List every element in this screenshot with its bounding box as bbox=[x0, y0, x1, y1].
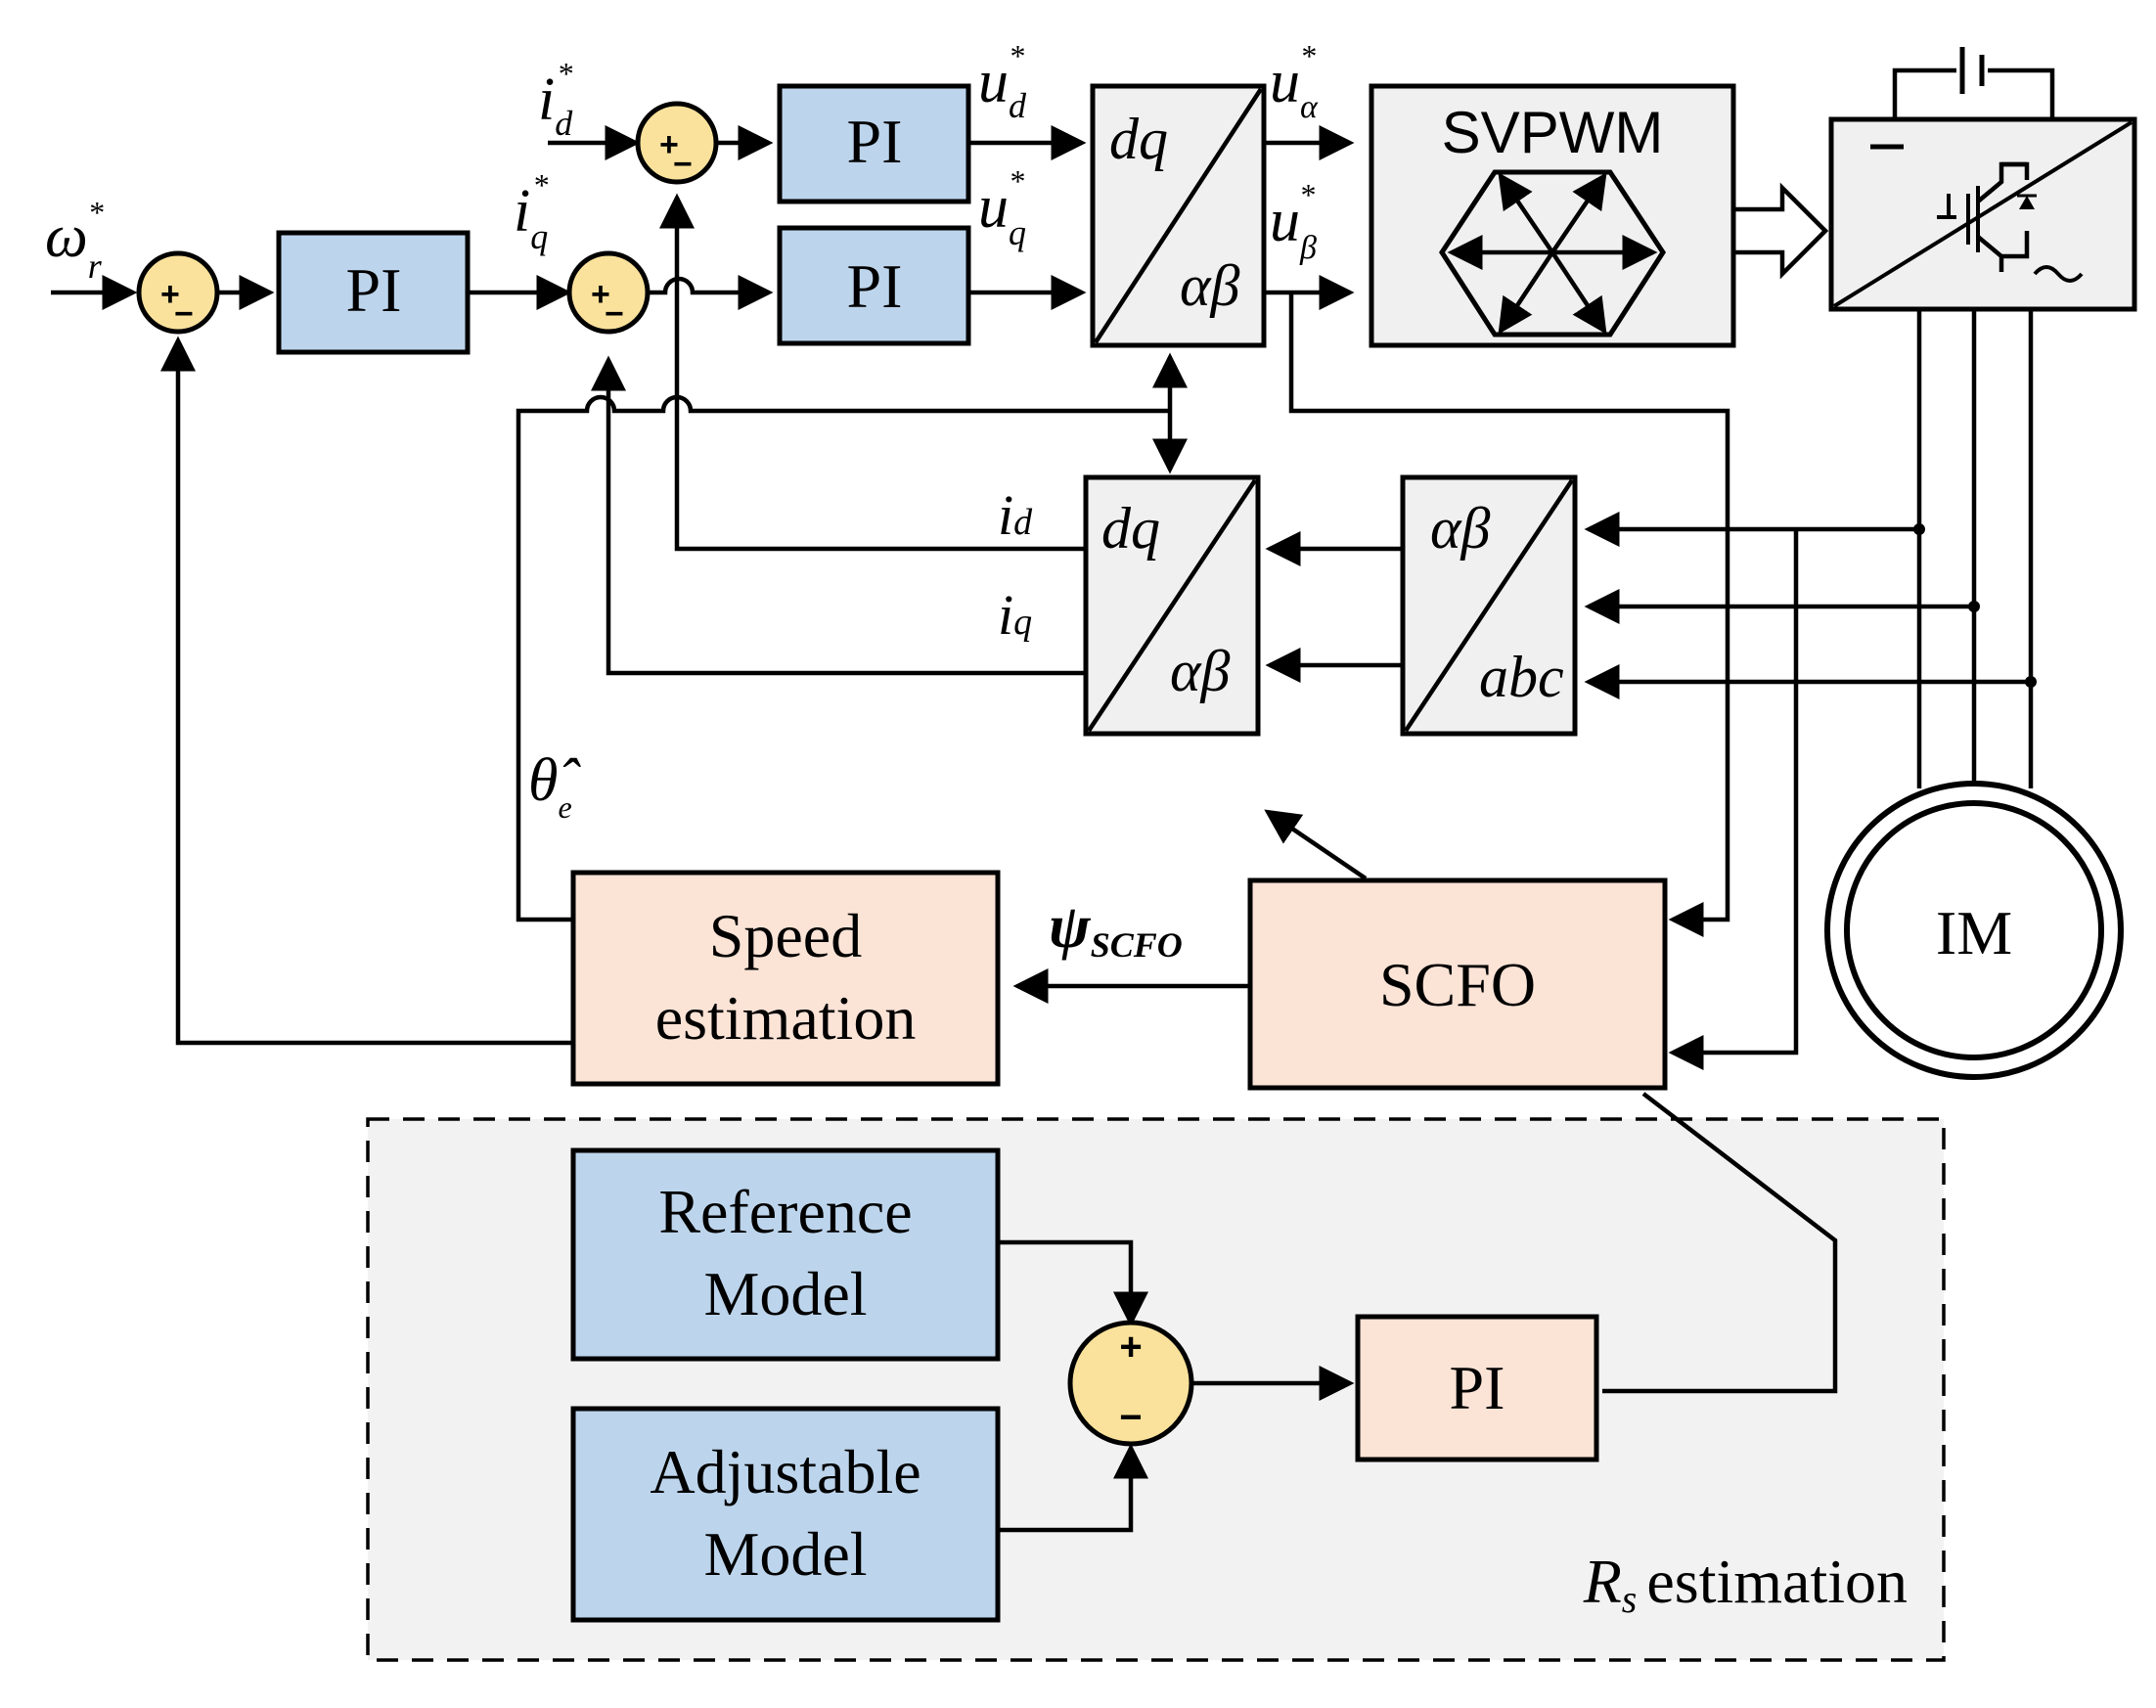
sum-junction-speed: + − bbox=[136, 250, 220, 335]
minus-sign: − bbox=[174, 295, 194, 333]
iq-feedback-label: iq bbox=[998, 583, 1032, 647]
svg-text:estimation: estimation bbox=[655, 983, 917, 1053]
svg-text:PI: PI bbox=[346, 255, 402, 325]
svg-text:IM: IM bbox=[1936, 898, 2012, 967]
clarke-transform-block: αβ abc bbox=[1400, 474, 1578, 737]
inverter-block bbox=[1828, 47, 2137, 312]
igbt-icon bbox=[1937, 161, 2037, 272]
i-to-scfo-wire bbox=[1668, 529, 1799, 1070]
speed-estimation-block: Speed estimation bbox=[570, 870, 1001, 1087]
park-transform-block: dq αβ bbox=[1083, 474, 1261, 737]
ref-model-wire bbox=[998, 1239, 1148, 1327]
pi-rs-block: PI bbox=[1355, 1314, 1599, 1462]
svg-text:dq: dq bbox=[1109, 107, 1168, 171]
inverse-park-block: dq αβ bbox=[1090, 83, 1267, 348]
scfo-angle-wire bbox=[1264, 809, 1368, 880]
signal-labels: ωr* id* iq* ud* uq* uα* uβ* id iq θ̂e ψS… bbox=[45, 38, 1319, 965]
svpwm-block: SVPWM bbox=[1369, 83, 1736, 348]
dc-capacitor-icon bbox=[1956, 47, 1988, 94]
iq-ref-label: iq* bbox=[514, 167, 548, 256]
theta-wire bbox=[516, 394, 1170, 922]
svg-text:Adjustable: Adjustable bbox=[650, 1437, 921, 1506]
theta-label: θ̂e bbox=[528, 747, 581, 825]
plus-sign: + bbox=[659, 126, 679, 163]
rs-feedback-wire bbox=[1602, 1092, 1838, 1394]
id-ref-label: id* bbox=[538, 56, 573, 143]
svg-text:αβ: αβ bbox=[1180, 253, 1239, 318]
adj-model-wire bbox=[998, 1443, 1148, 1533]
svg-text:dq: dq bbox=[1101, 496, 1160, 561]
id-feedback-label: id bbox=[998, 483, 1033, 547]
id-feedback-wire bbox=[659, 193, 1086, 552]
uq-ref-label: uq* bbox=[978, 163, 1026, 252]
iq-feedback-wire bbox=[591, 355, 1086, 676]
ac-tilde-icon bbox=[2033, 265, 2084, 283]
speed-feedback-wire bbox=[160, 336, 573, 1046]
svg-text:Model: Model bbox=[703, 1519, 867, 1589]
sum-junction-q: + − bbox=[566, 250, 651, 335]
svg-text:αβ: αβ bbox=[1170, 639, 1230, 703]
svg-text:SCFO: SCFO bbox=[1379, 950, 1536, 1019]
svg-text:SVPWM: SVPWM bbox=[1442, 100, 1664, 165]
pi-q-block: PI bbox=[777, 225, 971, 346]
svg-text:PI: PI bbox=[1450, 1353, 1505, 1422]
svpwm-hexagon-icon bbox=[1439, 169, 1666, 337]
reference-model-block: Reference Model bbox=[570, 1147, 1001, 1362]
minus-sign: − bbox=[605, 295, 624, 333]
svg-text:PI: PI bbox=[847, 251, 903, 321]
gate-signal-arrow bbox=[1730, 182, 1829, 280]
sum-junction-rs: + − bbox=[1067, 1320, 1194, 1447]
plus-sign: + bbox=[591, 276, 610, 313]
u-to-scfo-wire bbox=[1288, 292, 1730, 937]
adjustable-model-block: Adjustable Model bbox=[570, 1406, 1001, 1623]
svg-text:Speed: Speed bbox=[709, 901, 862, 970]
svg-text:αβ: αβ bbox=[1430, 496, 1490, 561]
signal-wires bbox=[51, 67, 2055, 1533]
sum-junction-d: + − bbox=[635, 101, 719, 185]
plus-sign: + bbox=[1119, 1326, 1142, 1369]
minus-sign: − bbox=[1119, 1396, 1142, 1439]
sumq-to-piq-wire bbox=[650, 275, 774, 310]
psi-label: ψSCFO bbox=[1049, 891, 1183, 965]
ud-ref-label: ud* bbox=[978, 38, 1027, 125]
omega-ref-label: ωr* bbox=[45, 195, 104, 286]
svg-text:abc: abc bbox=[1479, 645, 1564, 709]
pi-speed-block: PI bbox=[276, 230, 471, 355]
svg-text:PI: PI bbox=[847, 107, 903, 176]
minus-sign: − bbox=[673, 146, 693, 183]
svg-text:Model: Model bbox=[703, 1259, 867, 1328]
pi-d-block: PI bbox=[777, 83, 971, 204]
svg-text:Reference: Reference bbox=[658, 1177, 912, 1246]
ubeta-ref-label: uβ* bbox=[1270, 177, 1317, 266]
induction-motor: IM bbox=[1824, 781, 2124, 1080]
ualpha-ref-label: uα* bbox=[1270, 38, 1319, 125]
scfo-block: SCFO bbox=[1247, 877, 1668, 1091]
plus-sign: + bbox=[160, 276, 180, 313]
